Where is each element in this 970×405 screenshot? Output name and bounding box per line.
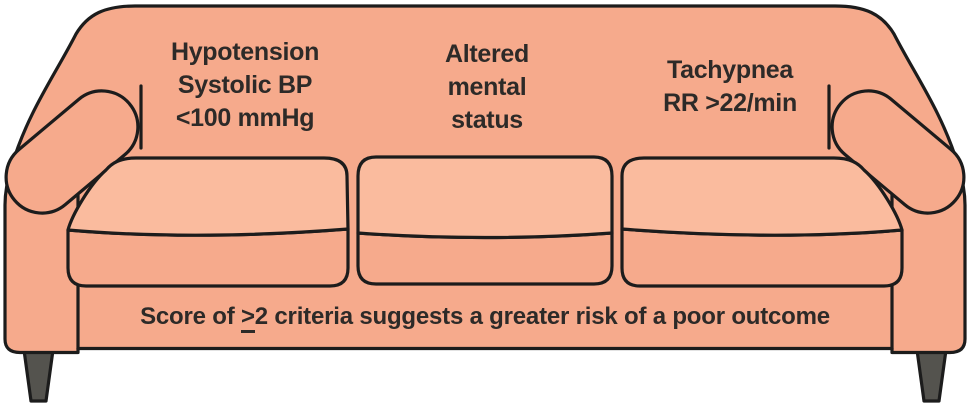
cushion-right-front [620, 227, 904, 288]
couch-leg-left [22, 348, 55, 403]
cushion-middle-top [356, 155, 614, 240]
cushion-left-top [66, 156, 350, 237]
cushion-middle-front [356, 231, 614, 286]
score-note-threshold: > [240, 303, 255, 333]
criterion-tachypnea: Tachypnea RR >22/min [663, 56, 797, 117]
criterion-hypotension: Hypotension Systolic BP <100 mmHg [170, 38, 320, 132]
cushion-right-top [620, 156, 904, 237]
couch-leg-right [915, 348, 948, 403]
score-note-prefix: Score of [140, 303, 241, 330]
cushion-left-front [66, 227, 350, 288]
score-note: Score of >2 criteria suggests a greater … [0, 303, 970, 333]
criterion-altered-mental-status: Altered mental status [444, 40, 530, 134]
score-note-suffix: 2 criteria suggests a greater risk of a … [254, 303, 830, 330]
